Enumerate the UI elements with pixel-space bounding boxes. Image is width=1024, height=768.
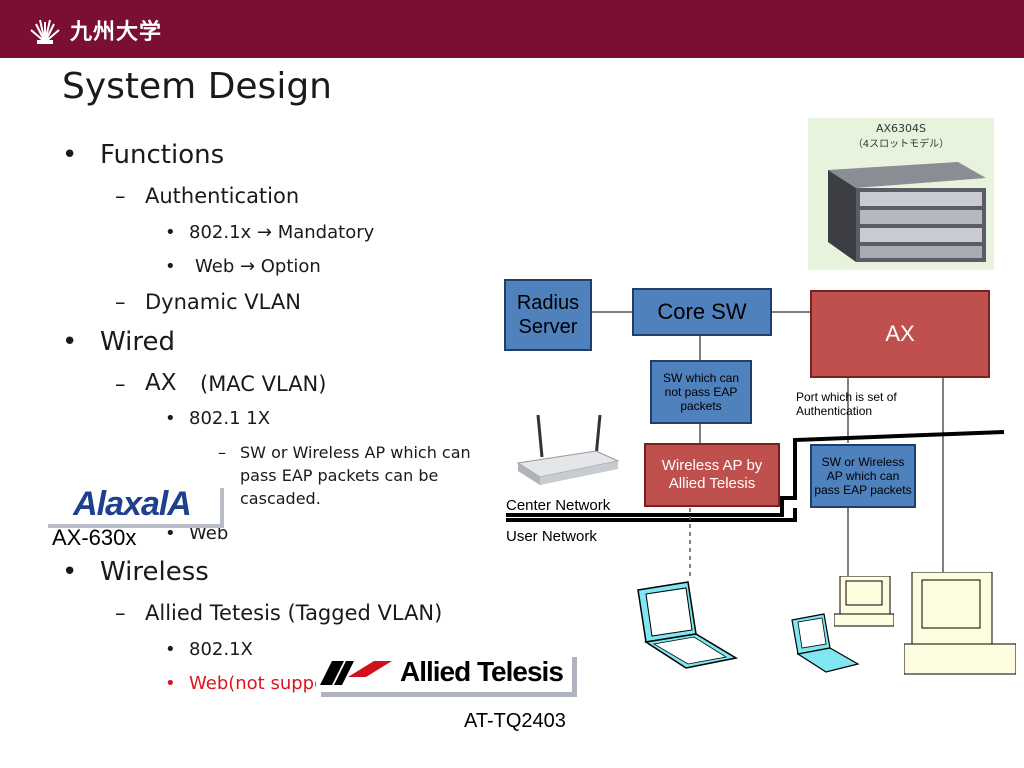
bullet-dot: • [165, 408, 176, 429]
header-bar [0, 0, 1024, 58]
bullet-wired: Wired [100, 327, 175, 357]
dash-marker: – [218, 443, 226, 462]
dash-marker: – [115, 184, 126, 208]
allied-telesis-logo-text: Allied Telesis [400, 656, 564, 687]
bullet-dynamic-vlan: Dynamic VLAN [145, 290, 301, 314]
bullet-dot1x-wireless: 802.1X [189, 639, 253, 660]
port-auth-label: Port which is set of Authentication [796, 390, 897, 418]
dash-marker: – [115, 601, 126, 625]
center-network-label: Center Network [506, 497, 611, 514]
desktop-computer-icon [903, 571, 1017, 676]
slide-title: System Design [62, 66, 332, 107]
bullet-ax-vlan: (MAC VLAN) [200, 372, 327, 396]
radius-server-box: Radius Server [504, 279, 592, 351]
laptop-icon [630, 580, 740, 680]
photo-caption-slots: （4スロットモデル） [852, 139, 950, 150]
alaxala-logo-text: AlaxalA [73, 485, 192, 523]
bullet-allied: Allied Tetesis (Tagged VLAN) [145, 601, 443, 625]
laptop-icon [788, 612, 862, 678]
bullet-web-option: Web → Option [195, 256, 321, 277]
bullet-dot: • [165, 673, 176, 694]
core-sw-box: Core SW [632, 288, 772, 336]
dash-marker: – [115, 290, 126, 314]
bullet-dot: • [165, 523, 176, 544]
bullet-functions: Functions [100, 140, 225, 170]
bullet-sw-cascade: SW or Wireless AP which can pass EAP pac… [240, 443, 471, 508]
bullet-dot: • [62, 140, 78, 170]
bullet-ax-name: AX [145, 370, 177, 396]
university-emblem-icon [28, 12, 62, 51]
bullet-dot: • [165, 639, 176, 660]
bullet-dot: • [62, 327, 78, 357]
sw-wireless-eap-box: SW or Wireless AP which can pass EAP pac… [810, 444, 916, 508]
bullet-dot: • [165, 222, 176, 243]
bullet-web: Web [189, 523, 229, 544]
bullet-dot: • [62, 557, 78, 587]
user-network-label: User Network [506, 528, 597, 545]
ax-box: AX [810, 290, 990, 378]
wireless-router-icon [512, 413, 622, 489]
university-name: 九州大学 [70, 20, 163, 45]
dash-marker: – [115, 372, 126, 396]
at-tq2403-label: AT-TQ2403 [464, 710, 566, 732]
photo-caption-model: AX6304S [875, 122, 927, 135]
ax-630x-label: AX-630x [52, 525, 137, 550]
wireless-ap-box: Wireless AP by Allied Telesis [644, 443, 780, 507]
desktop-computer-icon [833, 575, 895, 628]
bullet-dot1x-wired: 802.1 1X [189, 408, 271, 429]
ax6304s-photo: AX6304S （4スロットモデル） [808, 118, 994, 270]
sw-no-eap-box: SW which can not pass EAP packets [650, 360, 752, 424]
bullet-authentication: Authentication [145, 184, 300, 208]
alaxala-logo: AlaxalA [44, 484, 220, 524]
bullet-dot: • [165, 256, 176, 277]
bullet-wireless: Wireless [100, 557, 209, 587]
chassis-switch-icon [828, 162, 986, 262]
allied-telesis-logo: Allied Telesis [316, 652, 572, 692]
allied-telesis-mark-icon [320, 661, 392, 685]
bullet-dot1x-mandatory: 802.1x → Mandatory [189, 222, 375, 243]
